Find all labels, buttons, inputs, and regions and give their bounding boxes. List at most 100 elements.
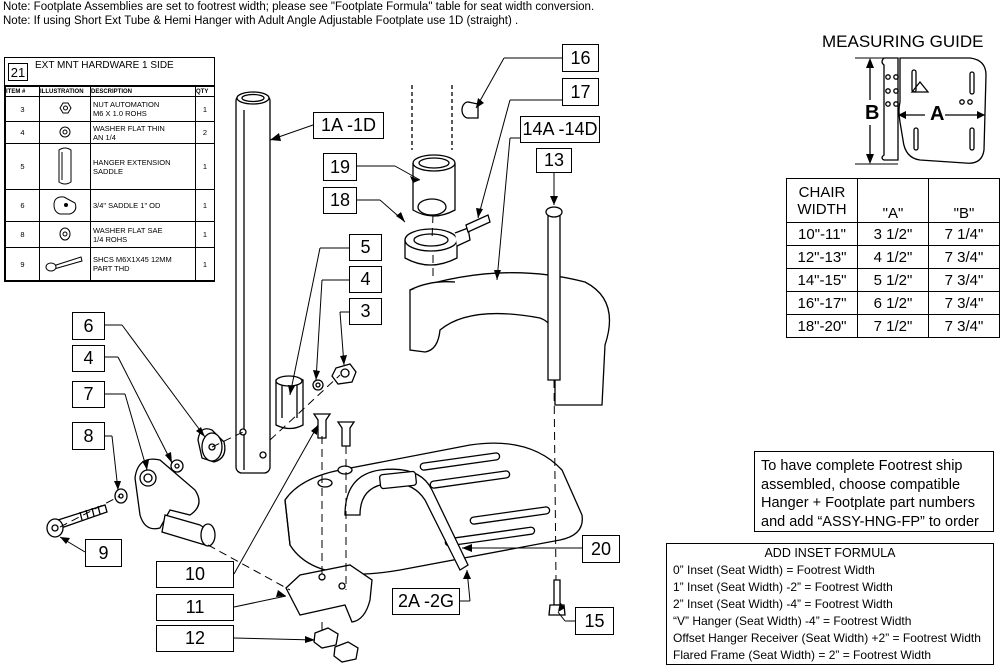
cell: 18"-20" [786,314,858,338]
cell: 10"-11" [786,222,858,246]
cell: 5 1/2" [857,268,929,292]
cell: 7 3/4" [928,245,1000,269]
nut-part-12b [333,641,359,663]
item-qty: 1 [195,189,215,222]
cell: 6 1/2" [857,291,929,315]
col-description: DESCRIPTION [90,86,196,97]
item-qty: 1 [195,247,215,281]
callout-14a-14d: 14A -14D [520,116,600,143]
callout-20: 20 [582,535,620,563]
measure-label-a: A [930,103,945,125]
hardware-table-number: 21 [8,63,28,81]
measure-label-b: B [865,102,880,124]
callout-8: 8 [72,422,105,450]
cap-part-16 [461,101,479,119]
item-number: 3 [5,96,40,122]
formula-title: ADD INSET FORMULA [764,546,896,560]
callout-17: 17 [562,78,599,106]
col-a: "A" [857,178,929,223]
item-qty: 1 [195,96,215,122]
table-row: 12"-13"4 1/2"7 3/4" [786,245,1000,269]
callout-19: 19 [323,153,357,181]
table-row: 14"-15"5 1/2"7 3/4" [786,268,1000,292]
callout-6: 6 [72,312,105,340]
table-row: 16"-17"6 1/2"7 3/4" [786,291,1000,315]
formula-line: 2” Inset (Seat Width) -4” = Footrest Wid… [673,597,893,611]
callout-11: 11 [156,594,234,621]
nut-part-12a [313,627,339,649]
ship-note-line: assembled, choose compatible [761,476,961,493]
screw-part-17 [465,214,491,233]
callout-9: 9 [85,539,122,567]
item-number: 6 [5,189,40,222]
flat-washer-icon [39,121,91,144]
cell: 7 3/4" [928,268,1000,292]
formula-line: 0” Inset (Seat Width) = Footrest Width [673,563,875,577]
col-qty: QTY [195,86,215,97]
note-footplate-width: Note: Footplate Assemblies are set to fo… [3,1,595,13]
item-number: 4 [5,121,40,144]
bolt-part-15 [548,579,566,616]
item-qty: 1 [195,221,215,248]
heel-strap-part-20 [344,468,469,571]
callout-2a-2g: 2A -2G [392,588,460,615]
extension-tube-part [235,91,271,474]
callout-12: 12 [156,625,234,652]
washer-icon [39,221,91,248]
callout-15: 15 [575,607,614,635]
spacer-icon [39,189,91,222]
callout-1a-1d: 1A -1D [313,112,384,139]
item-description: 3/4" SADDLE 1" OD [90,189,196,222]
item-number: 5 [5,143,40,190]
callout-13: 13 [536,148,572,173]
item-number: 8 [5,221,40,248]
hanger-part-7 [134,458,216,547]
hardware-table-title: EXT MNT HARDWARE 1 SIDE [35,60,174,71]
table-row: 6 3/4" SADDLE 1" OD 1 [5,189,215,222]
ship-note-line: Hanger + Footplate part numbers [761,495,975,511]
clamp-part-18 [404,227,471,266]
note-short-ext-tube: Note: If using Short Ext Tube & Hemi Han… [3,15,519,27]
hex-nut-icon [39,96,91,122]
col-illustration: ILLUSTRATION [39,86,91,97]
callout-4-lower: 4 [72,345,105,372]
callout-10: 10 [156,561,234,588]
hanger-saddle-part [275,375,304,430]
col-b: "B" [928,178,1000,223]
clamp-part-11 [285,564,373,623]
clamp-part-19 [412,154,456,217]
item-qty: 1 [195,143,215,190]
screw-part-10a [312,413,332,439]
cell: 3 1/2" [857,222,929,246]
cell: 14"-15" [786,268,858,292]
ship-note-line: and add “ASSY-HNG-FP” to order [761,513,979,530]
table-row: 18"-20"7 1/2"7 3/4" [786,314,1000,338]
formula-line: “V” Hanger (Seat Width) -4” = Footrest W… [673,614,912,628]
callout-5: 5 [349,234,382,261]
saddle-icon [39,143,91,190]
hardware-table: 21 EXT MNT HARDWARE 1 SIDE ITEM # ILLUST… [4,57,215,282]
table-row: 10"-11"3 1/2"7 1/4" [786,222,1000,246]
ship-note-line: To have complete Footrest ship [761,458,963,474]
screw-part-10b [336,421,356,447]
callout-18: 18 [323,187,357,214]
calf-strap-part-14 [409,272,611,406]
formula-line: 1” Inset (Seat Width) -2” = Footrest Wid… [673,580,893,594]
formula-line: Flared Frame (Seat Width) = 2” = Footres… [673,648,932,662]
cell: 16"-17" [786,291,858,315]
bolt-part-9 [46,504,108,538]
